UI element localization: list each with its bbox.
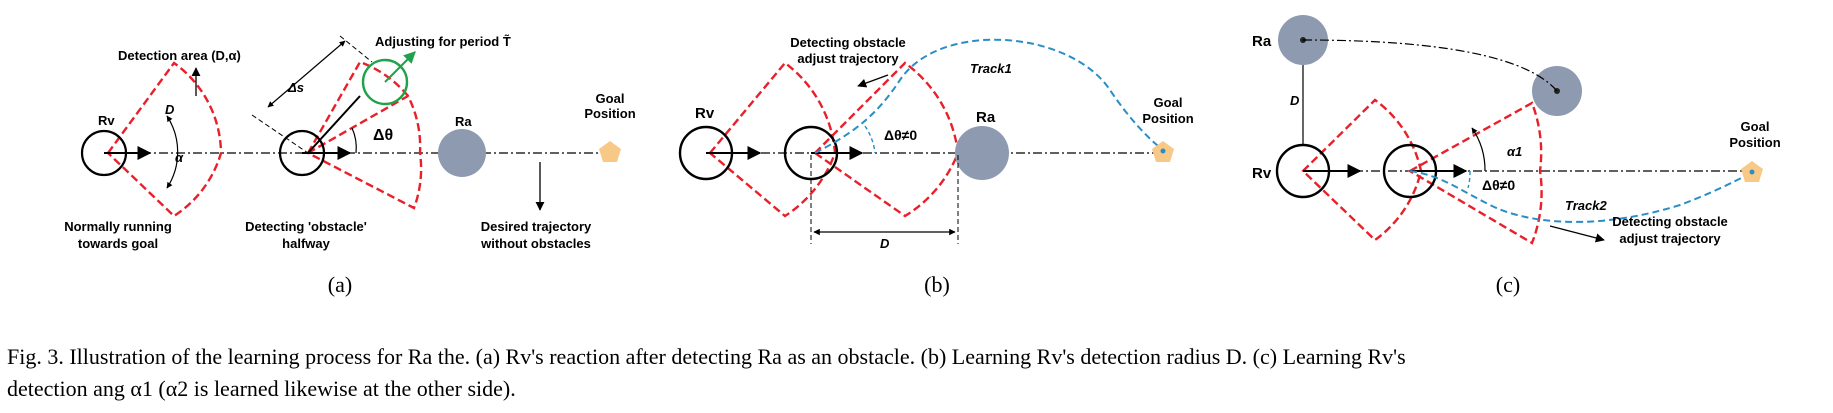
d-label: D xyxy=(1290,93,1300,108)
delta-s-label: Δs xyxy=(287,80,304,95)
rv-label: Rv xyxy=(1252,165,1272,182)
ra-movement-path xyxy=(1302,39,1558,92)
caption-line-1: Fig. 3. Illustration of the learning pro… xyxy=(7,344,1406,369)
detect-label-1: Detecting obstacle xyxy=(1612,214,1728,229)
delta-theta-label: Δθ xyxy=(373,127,393,144)
detection-sector xyxy=(708,61,837,218)
delta-s-dim xyxy=(267,40,346,108)
detection-area-label: Detection area (D,α) xyxy=(118,48,241,63)
delta-theta-label: Δθ≠0 xyxy=(1482,177,1515,193)
detect-label-2: adjust trajectory xyxy=(797,51,899,66)
detection-sector xyxy=(305,94,423,210)
goal-pentagon xyxy=(599,141,621,162)
detect-label-2: adjust trajectory xyxy=(1619,231,1721,246)
normal-label-2: towards goal xyxy=(78,236,158,251)
d-label: D xyxy=(880,236,890,251)
alpha1-label: α1 xyxy=(1507,144,1522,159)
normal-label-1: Normally running xyxy=(64,219,172,234)
adjusting-label: Adjusting for period T̃ xyxy=(375,34,511,49)
alpha-label: α xyxy=(175,150,184,165)
panel-a: Rv D α Detection area (D,α) Δθ Δs Adjust… xyxy=(64,34,636,297)
sublabel-b: (b) xyxy=(924,272,950,297)
detection-sector xyxy=(106,61,223,218)
alpha-arc xyxy=(166,115,179,189)
track1-path xyxy=(814,38,1164,154)
detect-label-1: Detecting 'obstacle' xyxy=(245,219,367,234)
delta-s-guide-2 xyxy=(339,35,373,63)
rv-label: Rv xyxy=(695,105,715,122)
ra-label: Ra xyxy=(976,109,996,126)
goal-label-2: Position xyxy=(1729,135,1780,150)
desired-label-2: without obstacles xyxy=(480,236,591,251)
delta-theta-arc xyxy=(1467,170,1471,189)
sublabel-c: (c) xyxy=(1496,272,1520,297)
sublabel-a: (a) xyxy=(328,272,352,297)
delta-theta-arc xyxy=(351,127,357,154)
goal-label-2: Position xyxy=(584,106,635,121)
panel-b: Rv Δθ≠0 Ra Goal Position Track1 Detectin… xyxy=(678,35,1194,297)
rotated-heading xyxy=(307,95,361,154)
caption-line-2: detection ang α1 (α2 is learned likewise… xyxy=(7,376,516,401)
detect-label-2: halfway xyxy=(282,236,330,251)
goal-label-2: Position xyxy=(1142,111,1193,126)
adjust-arrow xyxy=(384,51,416,83)
ra-obstacle xyxy=(955,126,1009,180)
detect-arrow xyxy=(1549,225,1605,243)
ra-obstacle xyxy=(438,129,486,177)
adjust-circle xyxy=(361,58,409,106)
ra-label: Ra xyxy=(455,114,472,129)
goal-point xyxy=(1160,148,1166,154)
goal-point xyxy=(1749,169,1755,175)
panel-c: Ra D Rv α1 Δθ≠0 Goal Position Track2 Det… xyxy=(1252,15,1781,297)
rv-label: Rv xyxy=(98,113,115,128)
detect-arrow xyxy=(857,74,889,88)
track2-label: Track2 xyxy=(1565,198,1607,213)
delta-theta-label: Δθ≠0 xyxy=(884,127,917,143)
d-label: D xyxy=(165,102,175,117)
ra-label: Ra xyxy=(1252,33,1272,50)
alpha1-arc xyxy=(1471,127,1486,172)
delta-theta-arc xyxy=(864,125,876,154)
goal-label-1: Goal xyxy=(596,91,625,106)
track1-label: Track1 xyxy=(970,61,1012,76)
detect-label-1: Detecting obstacle xyxy=(790,35,906,50)
goal-label-1: Goal xyxy=(1741,119,1770,134)
desired-label-1: Desired trajectory xyxy=(481,219,592,234)
detection-sector xyxy=(1407,101,1543,245)
track2-path xyxy=(1409,170,1753,223)
goal-label-1: Goal xyxy=(1154,95,1183,110)
delta-s-guide-1 xyxy=(251,114,309,154)
